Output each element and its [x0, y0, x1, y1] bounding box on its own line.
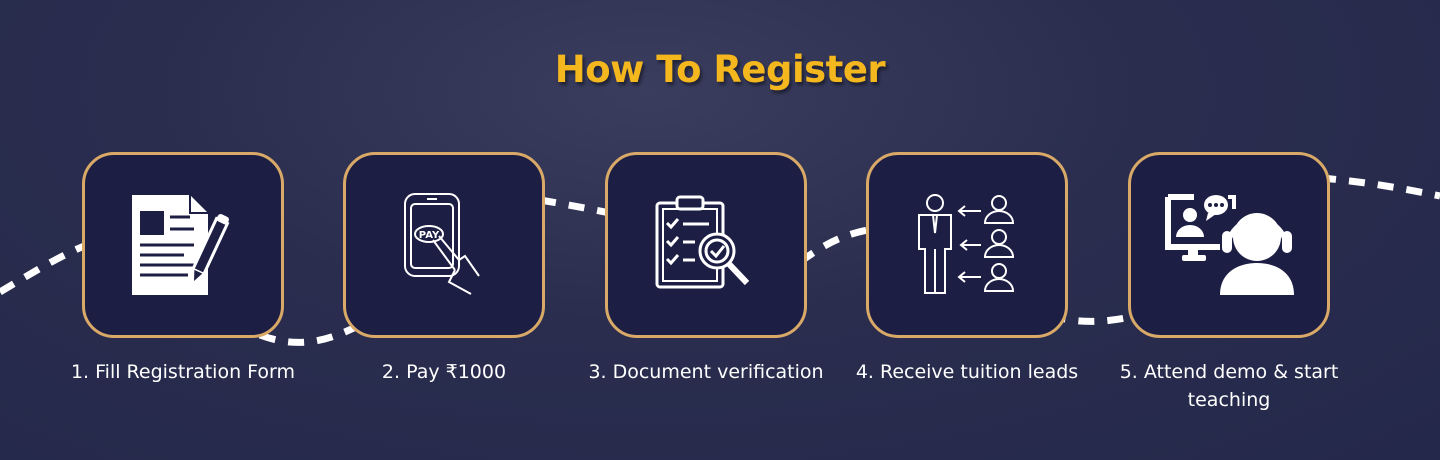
step-2-card: PAY — [343, 152, 545, 338]
pay-phone-icon: PAY — [404, 193, 480, 295]
page-title: How To Register — [554, 48, 886, 91]
step-1-card — [82, 152, 284, 338]
step-5-label: 5. Attend demo & start teaching — [1119, 361, 1339, 411]
step-3-card — [605, 152, 807, 338]
step-1-label: 1. Fill Registration Form — [70, 361, 296, 383]
step-5-card — [1128, 152, 1330, 338]
step-4: 4. Receive tuition leads — [856, 152, 1078, 383]
clipboard-verification-icon — [655, 195, 750, 289]
step-3-label: 3. Document verification — [588, 361, 824, 383]
step-4-card — [866, 152, 1068, 338]
tuition-leads-icon — [918, 194, 1015, 294]
step-2-label: 2. Pay ₹1000 — [381, 361, 507, 383]
step-2: PAY 2. Pay ₹1000 — [343, 152, 545, 383]
step-4-label: 4. Receive tuition leads — [855, 361, 1079, 383]
step-1: 1. Fill Registration Form — [71, 152, 295, 383]
svg-text:PAY: PAY — [419, 230, 440, 241]
step-5: 5. Attend demo & start teaching — [1120, 152, 1338, 411]
step-3: 3. Document verification — [588, 152, 824, 383]
online-teaching-icon — [1165, 194, 1294, 295]
registration-form-icon — [132, 195, 230, 295]
